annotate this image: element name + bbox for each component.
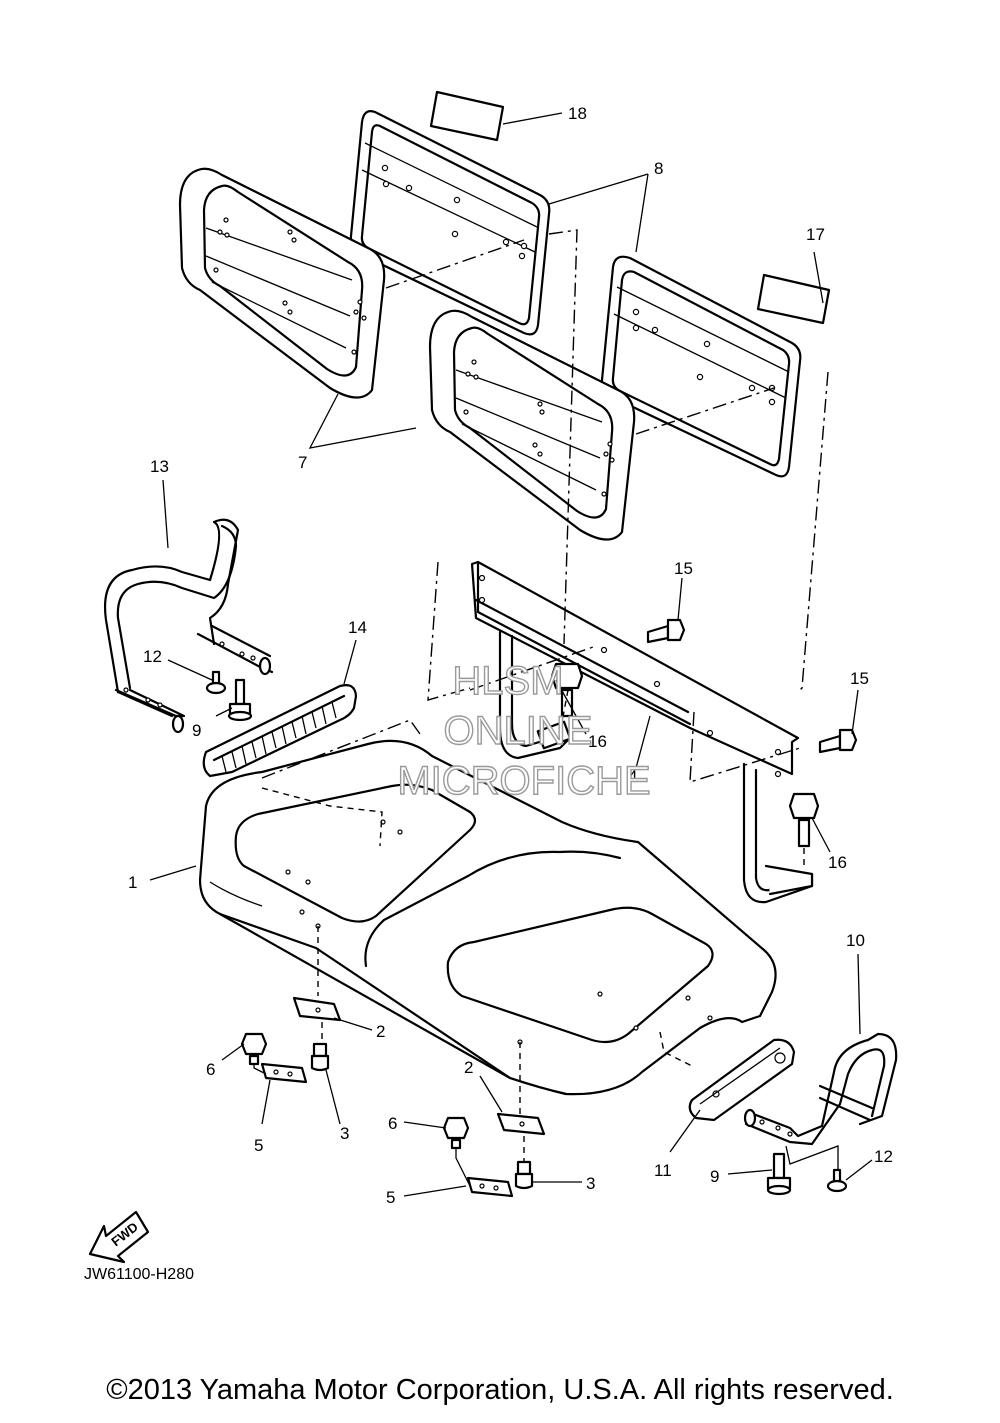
watermark-line-2: ONLINE (444, 709, 593, 753)
part-11-seat-hinge-bracket (688, 1038, 796, 1122)
part-2-plate-left (292, 996, 342, 1022)
part-9-bolt-left (227, 678, 253, 722)
part-8-upper-back-panel (349, 110, 551, 336)
callout-4: 4 (628, 767, 637, 786)
fwd-arrow-icon: FWD (88, 1210, 150, 1264)
part-12-screw-left (205, 670, 227, 695)
part-7-right-back-cushion (428, 309, 636, 541)
part-7-left-back-cushion (178, 167, 386, 399)
watermark-line-1: HLSM (452, 659, 563, 703)
callout-12-right: 12 (874, 1147, 893, 1166)
part-3-collar-center (514, 1160, 534, 1190)
callout-1: 1 (128, 873, 137, 892)
part-13-left-grab-bar (104, 518, 274, 734)
callout-10: 10 (846, 931, 865, 950)
callout-11: 11 (654, 1161, 672, 1180)
callout-9-left: 9 (192, 721, 201, 740)
part-18-label-sticker (429, 90, 505, 142)
part-10-right-grab-bar (743, 1032, 898, 1146)
part-1-seat-cushion (198, 739, 777, 1096)
part-3-collar-left (310, 1042, 330, 1072)
callout-6-center: 6 (388, 1114, 397, 1133)
part-15-bolt-upper (646, 618, 686, 644)
callout-16-lower: 16 (828, 853, 847, 872)
callout-12-left: 12 (143, 647, 162, 666)
part-14-seat-hinge-bracket (202, 684, 358, 778)
callout-15-upper: 15 (674, 559, 693, 578)
part-16-bolt-upper (550, 662, 584, 718)
callout-3-center: 3 (586, 1174, 595, 1193)
part-2-plate-center (496, 1112, 546, 1136)
part-5-nut-plate-left (260, 1062, 308, 1084)
copyright-notice: ©2013 Yamaha Motor Corporation, U.S.A. A… (106, 1374, 894, 1406)
callout-13: 13 (150, 457, 169, 476)
part-17-label-sticker (756, 273, 831, 325)
callout-9-right: 9 (710, 1167, 719, 1186)
diagram-code: JW61100-H280 (84, 1266, 194, 1283)
callout-7: 7 (298, 453, 307, 472)
part-12-screw-right (826, 1168, 848, 1193)
watermark-line-3: MICROFICHE (397, 759, 650, 803)
part-6-bolt-center (442, 1116, 470, 1150)
watermark: HLSM ONLINE MICROFICHE (397, 658, 652, 803)
callout-14: 14 (348, 618, 367, 637)
callout-17: 17 (806, 225, 825, 244)
callout-3-left: 3 (340, 1124, 349, 1143)
callout-labels: 18 8 17 7 13 15 14 12 15 9 16 4 16 1 10 … (128, 104, 893, 1207)
callout-2-left: 2 (376, 1022, 385, 1041)
callout-15-lower: 15 (850, 669, 869, 688)
callout-8: 8 (654, 159, 663, 178)
part-4-seat-frame (470, 560, 814, 904)
part-9-bolt-right (766, 1152, 792, 1196)
callout-5-left: 5 (254, 1136, 263, 1155)
leader-lines (149, 112, 873, 1197)
part-15-bolt-lower (818, 728, 858, 754)
part-16-bolt-lower (788, 792, 820, 848)
part-8-right-back-panel (600, 255, 802, 478)
part-6-bolt-left (240, 1032, 268, 1066)
callout-5-center: 5 (386, 1188, 395, 1207)
assembly-guide-lines (253, 229, 839, 1187)
part-5-nut-plate-center (466, 1176, 514, 1198)
callout-2-center: 2 (464, 1058, 473, 1077)
callout-18: 18 (568, 104, 587, 123)
callout-16-upper: 16 (588, 732, 607, 751)
callout-6-left: 6 (206, 1060, 215, 1079)
